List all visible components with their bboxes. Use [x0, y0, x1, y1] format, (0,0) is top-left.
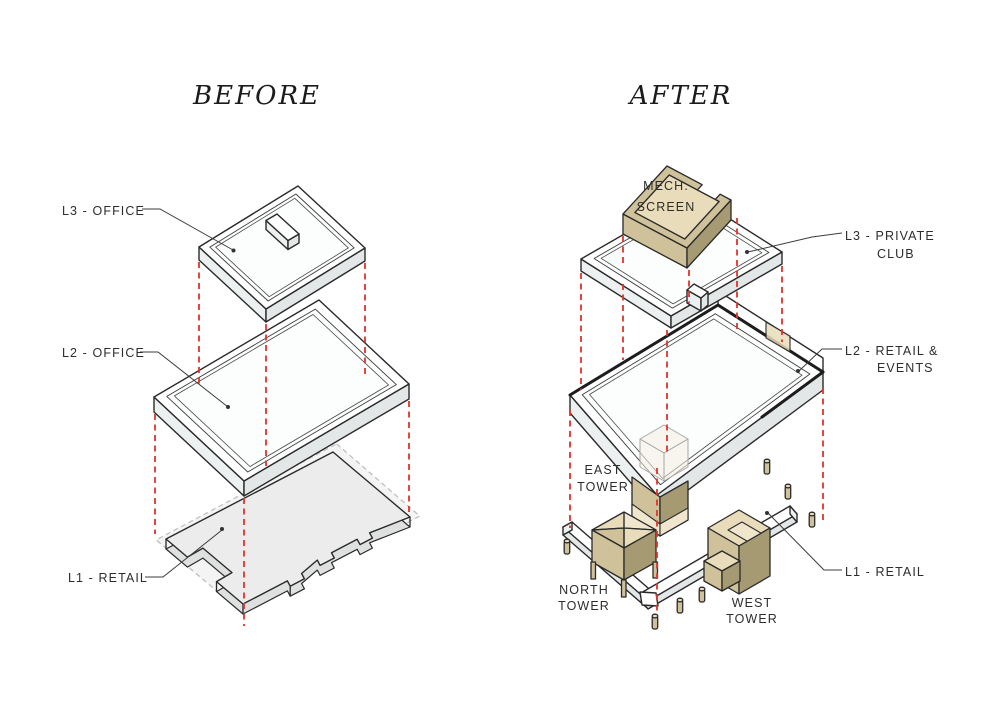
- label-north-tower-line1: NORTH: [559, 583, 609, 597]
- label-east-tower-line1: EAST: [584, 463, 621, 477]
- west-tower: [703, 509, 771, 595]
- before-l3-plate: [198, 185, 366, 323]
- tower-leg: [620, 579, 627, 598]
- leader-l2-office: [140, 351, 229, 408]
- mech-screen-box: MECH. SCREEN: [622, 165, 732, 269]
- label-l2-retail-line2: EVENTS: [877, 361, 934, 375]
- label-l3-private-line2: CLUB: [877, 247, 915, 261]
- label-west-tower-line2: TOWER: [726, 612, 778, 626]
- post: [763, 458, 771, 475]
- label-l2-office: L2 - OFFICE: [62, 346, 145, 360]
- leader-l1-retail-before: [145, 529, 223, 578]
- label-l1-retail-before: L1 - RETAIL: [68, 571, 148, 585]
- after-projection-lines: [569, 218, 824, 612]
- post: [784, 483, 792, 500]
- leader-l3-office: [142, 208, 234, 251]
- canopy-posts: [563, 458, 816, 630]
- leader-l1-retail-after: [767, 512, 842, 571]
- after-panel: AFTER: [558, 81, 939, 630]
- before-projection-lines: [154, 262, 410, 626]
- label-mech-line1: MECH.: [643, 179, 689, 193]
- post: [808, 511, 816, 528]
- tower-leg: [652, 561, 659, 579]
- label-west-tower-line1: WEST: [732, 596, 773, 610]
- east-tower: [631, 476, 689, 537]
- leader-dot: [765, 511, 769, 515]
- before-title: BEFORE: [192, 81, 321, 111]
- label-mech-line2: SCREEN: [637, 200, 696, 214]
- post: [651, 613, 659, 630]
- label-l1-retail-after: L1 - RETAIL: [845, 565, 925, 579]
- before-l1-plate: [155, 443, 421, 615]
- north-tower: [590, 511, 659, 598]
- leader-dot: [220, 527, 224, 531]
- leader-l2-retail-events: [798, 348, 842, 372]
- before-panel: BEFORE: [62, 81, 421, 626]
- post: [698, 586, 706, 603]
- leader-dot: [796, 369, 800, 373]
- post: [676, 597, 684, 614]
- leader-dot: [226, 405, 230, 409]
- before-rooftop-box: [265, 213, 300, 251]
- label-l3-private-line1: L3 - PRIVATE: [845, 229, 935, 243]
- leader-l3-private-club: [747, 232, 843, 253]
- leader-dot: [745, 250, 749, 254]
- after-title: AFTER: [628, 81, 733, 111]
- leader-dot: [231, 248, 236, 253]
- post: [563, 538, 571, 555]
- tower-leg: [590, 561, 597, 580]
- l3-notch-box: [686, 283, 709, 312]
- label-l2-retail-line1: L2 - RETAIL &: [845, 344, 939, 358]
- before-l2-plate: [153, 299, 410, 497]
- label-l3-office: L3 - OFFICE: [62, 204, 145, 218]
- label-east-tower-line2: TOWER: [577, 480, 629, 494]
- label-north-tower-line2: TOWER: [558, 599, 610, 613]
- east-tower-ghost: [639, 424, 689, 482]
